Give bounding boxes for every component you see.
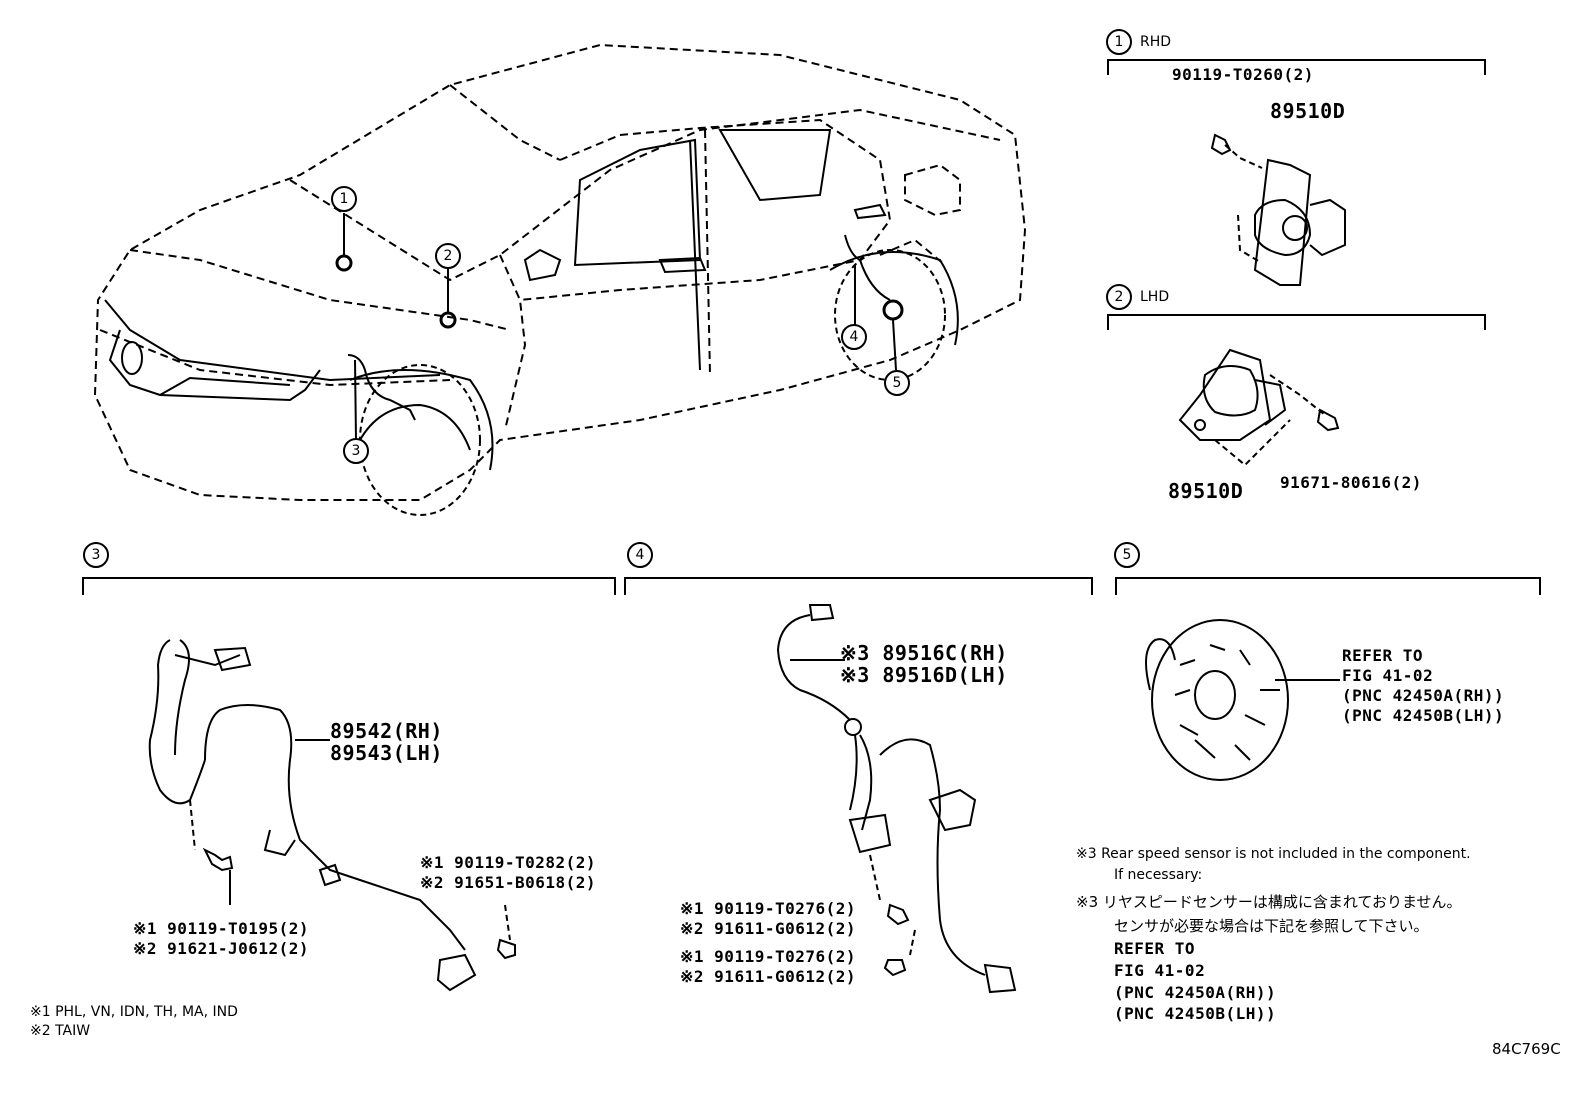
section-3-part-rh: 89542(RH): [330, 719, 443, 743]
section-4-bolt-b1: ※1 90119-T0276(2): [680, 947, 857, 966]
section-3-bolt-b1: ※1 90119-T0195(2): [133, 919, 310, 938]
section-4-part-rh: ※3 89516C(RH): [840, 641, 1008, 665]
diagram-code: 84C769C: [1492, 1040, 1561, 1058]
callout-4-car: 4: [841, 324, 867, 350]
section-4-callout: 4: [627, 542, 653, 568]
note-english-1: ※3 Rear speed sensor is not included in …: [1076, 846, 1471, 862]
detail-2-title: LHD: [1140, 289, 1170, 305]
section-3-callout: 3: [83, 542, 109, 568]
yaw-sensor-rhd: [1210, 133, 1346, 286]
section-5-pnc-lh: (PNC 42450B(LH)): [1342, 706, 1505, 725]
car-outline: [93, 43, 1027, 501]
section-4-bolt-a1: ※1 90119-T0276(2): [680, 899, 857, 918]
detail-brackets: [1107, 59, 1486, 330]
section-3-bolt-a2: ※2 91651-B0618(2): [420, 873, 597, 892]
legend-line-1: ※1 PHL, VN, IDN, TH, MA, IND: [30, 1004, 238, 1020]
section-brackets: [82, 577, 1541, 595]
car-solid-lines: [104, 129, 887, 402]
rear-speed-sensor: [776, 604, 1017, 994]
note-japanese-1: ※3 リヤスピードセンサーは構成に含まれておりません。: [1076, 893, 1462, 911]
section-5-refer: REFER TO: [1342, 646, 1424, 665]
rear-wheel: [829, 249, 959, 381]
note-pnc-lh: (PNC 42450B(LH)): [1114, 1004, 1277, 1023]
note-pnc-rh: (PNC 42450A(RH)): [1114, 983, 1277, 1002]
detail-2-bolt-label: 91671-80616(2): [1280, 473, 1422, 492]
car-callout-markers: [335, 213, 904, 441]
section-4-part-lh: ※3 89516D(LH): [840, 663, 1008, 687]
callout-5-car: 5: [884, 370, 910, 396]
note-japanese-2: センサが必要な場合は下記を参照して下さい。: [1114, 917, 1429, 935]
detail-1-bolt-label: 90119-T0260(2): [1172, 65, 1314, 84]
callout-3-car: 3: [343, 438, 369, 464]
yaw-sensor-lhd: [1178, 348, 1340, 467]
detail-2-part-label: 89510D: [1168, 479, 1244, 503]
note-english-2: If necessary:: [1114, 867, 1203, 883]
callout-2-car: 2: [435, 243, 461, 269]
callout-1-car: 1: [331, 186, 357, 212]
detail-2-callout: 2: [1106, 284, 1132, 310]
note-fig: FIG 41-02: [1114, 961, 1206, 980]
rear-hub-assembly: [1145, 619, 1340, 781]
detail-1-part-label: 89510D: [1270, 99, 1346, 123]
legend-line-2: ※2 TAIW: [30, 1023, 91, 1039]
section-3-bolt-a1: ※1 90119-T0282(2): [420, 853, 597, 872]
section-4-bolt-b2: ※2 91611-G0612(2): [680, 967, 857, 986]
note-refer: REFER TO: [1114, 939, 1196, 958]
section-4-bolt-a2: ※2 91611-G0612(2): [680, 919, 857, 938]
section-3-bolt-b2: ※2 91621-J0612(2): [133, 939, 310, 958]
detail-1-title: RHD: [1140, 34, 1172, 50]
detail-1-callout: 1: [1106, 29, 1132, 55]
section-5-callout: 5: [1114, 542, 1140, 568]
section-5-fig: FIG 41-02: [1342, 666, 1434, 685]
section-3-part-lh: 89543(LH): [330, 741, 443, 765]
section-5-pnc-rh: (PNC 42450A(RH)): [1342, 686, 1505, 705]
front-speed-sensor: [148, 639, 516, 992]
